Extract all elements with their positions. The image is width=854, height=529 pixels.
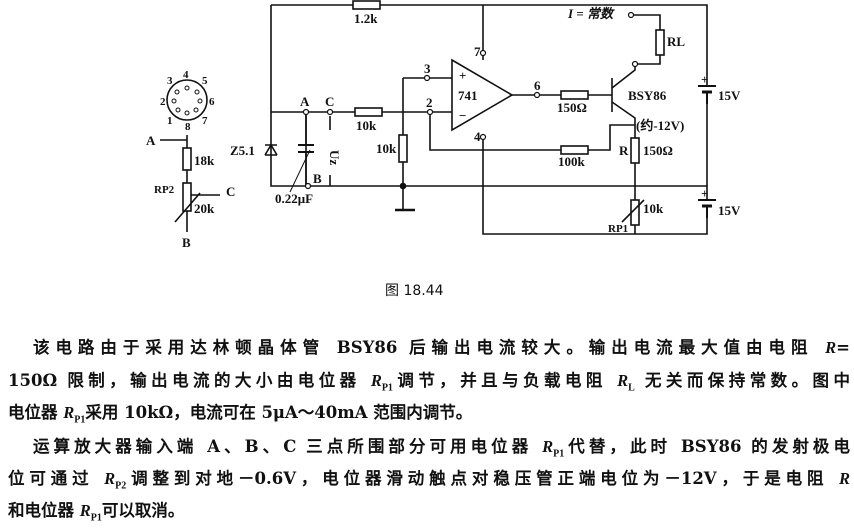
text-segment: 150Ω 限制，输出电流的大小由电位器 (8, 371, 371, 390)
text-segment: 代替，此时 BSY86 的发射极电 (564, 437, 850, 456)
label-node-b: B (313, 171, 322, 186)
text-segment: 调节，并且与负载电阻 (392, 371, 618, 390)
paragraph-1-line-1: 该电路由于采用达林顿晶体管 BSY86 后输出电流较大。输出电流最大值由电阻 R… (8, 338, 850, 358)
text-segment: 位可通过 (8, 469, 105, 488)
symbol-rp1: RP1 (370, 371, 393, 394)
text-segment: 采用 10kΩ，电流可在 5μA～40mA 范围内调节。 (85, 403, 473, 422)
label-minus-in: − (459, 108, 466, 123)
label-rl: RL (667, 34, 685, 49)
capacitor-icon (289, 112, 314, 193)
label-r-div: 10k (376, 141, 397, 156)
figure-caption: 图 18.44 (385, 283, 444, 299)
symbol-letter: R (542, 437, 554, 456)
label-pin7: 7 (474, 44, 481, 59)
sub-wires (160, 135, 188, 232)
label-opamp: 741 (458, 88, 478, 103)
symbol-subscript: P1 (381, 382, 393, 394)
label-rp1-value: 10k (643, 201, 664, 216)
label-sub-c: C (226, 184, 235, 199)
symbol-letter: R (617, 371, 629, 390)
text-segment: 可以取消。 (101, 501, 185, 520)
socket-icon (166, 79, 208, 121)
resistors (182, 0, 665, 226)
symbol-rp1: RP1 (79, 501, 102, 524)
label-bat-top-plus: + (701, 72, 708, 87)
symbol-letter: R (104, 469, 116, 488)
text-segment: 电位器 (8, 403, 64, 422)
socket-pin-6: 6 (209, 96, 215, 108)
symbol-letter: R (370, 371, 382, 390)
symbol-rp2: RP2 (104, 469, 127, 492)
label-pin6: 6 (534, 78, 541, 93)
symbol-rp1: RP1 (63, 403, 86, 426)
label-transistor: BSY86 (628, 88, 667, 103)
socket-pin-3: 3 (167, 75, 173, 87)
zener-diode-icon (264, 144, 278, 156)
socket-pin-4: 4 (183, 69, 189, 81)
junction-dot (399, 182, 407, 190)
symbol-subscript: P1 (74, 414, 86, 426)
text-segment: 该电路由于采用达林顿晶体管 BSY86 后输出电流较大。输出电流最大值由电阻 (33, 338, 826, 357)
label-zener: Z5.1 (230, 143, 255, 158)
label-rp1: RP1 (608, 223, 628, 235)
rp2-wiper-arrow (174, 192, 220, 223)
paragraph-2-line-1: 运算放大器输入端 A、B、C 三点所围部分可用电位器 RP1代替，此时 BSY8… (8, 437, 850, 464)
paragraph-1-line-3: 电位器 RP1采用 10kΩ，电流可在 5μA～40mA 范围内调节。 (8, 403, 850, 430)
opamp-741 (451, 58, 514, 132)
symbol-subscript: P1 (90, 512, 102, 524)
label-emitter-voltage: (约-12V) (636, 118, 684, 133)
symbol-r: R (839, 469, 851, 488)
label-pin2: 2 (426, 95, 433, 110)
socket-holes (171, 85, 203, 116)
symbol-letter: R (79, 501, 91, 520)
text-segment: 运算放大器输入端 A、B、C 三点所围部分可用电位器 (33, 437, 543, 456)
text-segment: 调整到对地－0.6V，电位器滑动触点对稳压管正端电位为－12V，于是电阻 (126, 469, 839, 488)
symbol-subscript: P2 (115, 480, 127, 492)
label-r-in: 10k (356, 118, 377, 133)
battery-icon (698, 199, 716, 218)
label-current-const: I = 常数 (567, 6, 615, 21)
symbol-subscript: L (628, 382, 635, 394)
label-rp2: RP2 (154, 184, 175, 196)
text-segment: 和电位器 (8, 501, 80, 520)
label-plus-in: + (459, 68, 466, 83)
label-bat-bottom: 15V (718, 203, 741, 218)
label-sub-a: A (146, 133, 156, 148)
rp1-wiper-arrow (621, 199, 645, 223)
label-r-feedback: 100k (558, 154, 586, 169)
text-segment: = (836, 338, 850, 357)
socket-pin-7: 7 (202, 115, 208, 127)
symbol-letter: R (63, 403, 75, 422)
symbol-rp1: RP1 (542, 437, 565, 460)
label-node-a: A (300, 94, 310, 109)
label-r: R (619, 143, 629, 158)
symbol-subscript: P1 (553, 448, 565, 460)
label-uz: Uz (327, 150, 342, 165)
socket-pin-2: 2 (160, 96, 166, 108)
label-sub-b: B (182, 235, 191, 250)
label-rp2-value: 20k (194, 201, 215, 216)
socket-pin-8: 8 (185, 121, 191, 133)
symbol-r: R (825, 338, 837, 357)
label-cap: 0.22μF (275, 191, 313, 206)
paragraph-2-line-2: 位可通过 RP2调整到对地－0.6V，电位器滑动触点对稳压管正端电位为－12V，… (8, 469, 850, 496)
terminals (302, 11, 639, 190)
paragraph-1-line-2: 150Ω 限制，输出电流的大小由电位器 RP1调节，并且与负载电阻 RL 无关而… (8, 371, 850, 398)
label-r-emitter: 150Ω (643, 143, 673, 158)
symbol-rl: RL (617, 371, 635, 394)
label-1-2k: 1.2k (354, 11, 378, 26)
label-r18k: 18k (194, 153, 215, 168)
text-segment: 无关而保持常数。图中 (634, 371, 851, 390)
label-pin3: 3 (424, 61, 431, 76)
battery-icon (698, 85, 716, 104)
circuit-diagram: 1.2k I = 常数 RL 7 3 2 6 4 + − 741 150Ω BS… (146, 0, 741, 250)
label-r-base: 150Ω (557, 100, 587, 115)
label-pin4: 4 (474, 129, 481, 144)
paragraph-2-line-3: 和电位器 RP1可以取消。 (8, 501, 850, 528)
label-bat-top: 15V (718, 88, 741, 103)
socket-pin-1: 1 (167, 115, 173, 127)
socket-pin-5: 5 (202, 75, 208, 87)
label-node-c: C (325, 94, 334, 109)
label-bat-bottom-plus: + (701, 186, 708, 201)
